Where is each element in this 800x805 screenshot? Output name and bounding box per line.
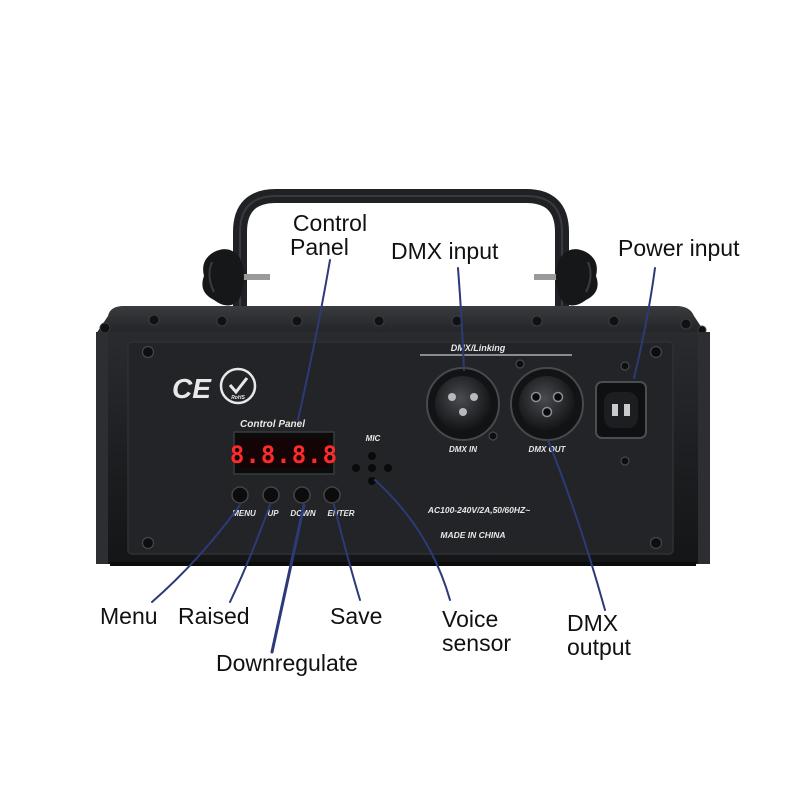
callout-menu: Menu [100,603,158,629]
save-leader [333,504,361,601]
callout-raised: Raised [178,603,250,629]
mic-label: MIC [366,434,381,443]
raised-leader [229,504,271,603]
made-in-text: MADE IN CHINA [440,530,505,540]
callout-voice-sensor-line1: Voice [442,606,499,632]
dmx-out-label: DMX OUT [529,445,567,454]
callout-dmx-output-line2: output [567,634,631,660]
callout-control-panel-line1: Control [292,210,368,236]
display-readout: 8.8.8.8 [230,441,338,469]
menu-button-label: MENU [232,509,256,518]
enter-button-label: ENTER [327,509,354,518]
dmx-input-leader [457,267,465,371]
power-input-leader [633,267,656,379]
callout-control-panel: Control Panel [270,211,390,259]
dmx-out-connector: DMX OUT [510,367,584,454]
mic-sensor: MIC [352,434,392,485]
down-button[interactable] [293,486,311,504]
downregulate-leader [270,503,306,654]
right-knob [534,249,598,306]
callout-save: Save [330,603,383,629]
menu-leader [151,504,241,603]
dmx-output-leader [547,439,606,611]
led-display: 8.8.8.8 [230,431,338,475]
enter-button[interactable] [323,486,341,504]
panel-title: Control Panel [240,419,305,430]
control-panel-leader [297,259,331,421]
callout-dmx-output: DMX output [567,611,631,659]
dmx-in-connector: DMX IN [426,367,500,454]
rohs-label: RoHS [231,395,245,401]
up-button[interactable] [262,486,280,504]
voice-sensor-leader [374,479,451,601]
callout-dmx-input: DMX input [391,238,499,264]
callout-downregulate: Downregulate [216,650,358,676]
up-button-label: UP [267,509,279,518]
callout-dmx-output-line1: DMX [567,610,619,636]
dmx-in-label: DMX IN [449,445,477,454]
callout-voice-sensor: Voice sensor [428,607,534,655]
dmx-linking-label: DMX/Linking [451,343,506,353]
callout-power-input: Power input [618,235,740,261]
callout-voice-sensor-line2: sensor [442,630,512,656]
ce-mark: CE [172,373,212,404]
left-knob [202,249,270,306]
housing-top [96,306,706,334]
rohs-badge: RoHS [219,367,257,405]
callout-control-panel-line2: Panel [290,234,349,260]
power-rating-text: AC100-240V/2A,50/60HZ~ [427,505,530,515]
power-inlet [595,381,647,439]
menu-button[interactable] [231,486,249,504]
leader-lines [151,259,656,654]
